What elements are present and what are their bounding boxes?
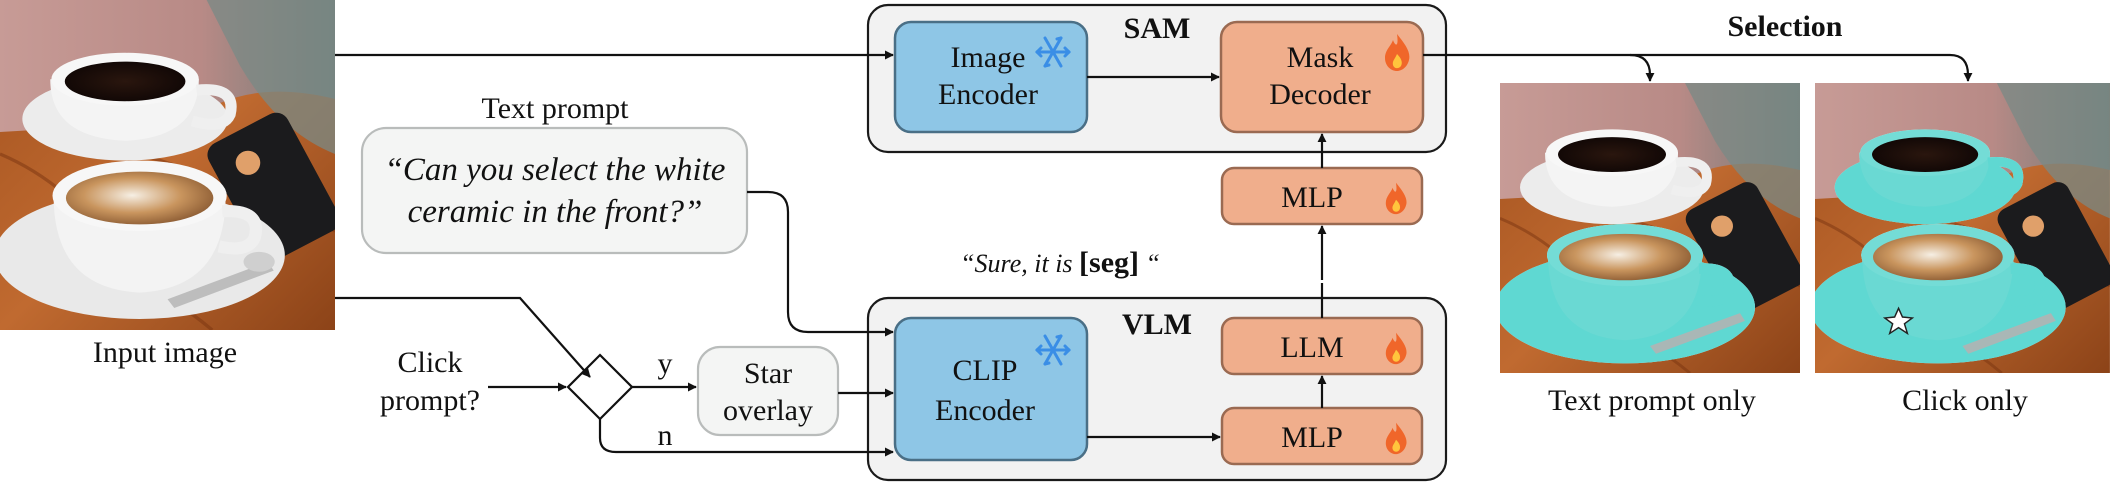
- seg-token: [seg]: [1079, 246, 1139, 279]
- text-prompt-title: Text prompt: [481, 92, 629, 125]
- response-prefix: “Sure, it is: [960, 249, 1079, 278]
- output-text-prompt-image: [1500, 83, 1808, 373]
- flame-icon: [1385, 332, 1407, 365]
- clip-encoder-label-2: Encoder: [935, 394, 1035, 427]
- snowflake-icon: [1035, 334, 1071, 366]
- image-encoder-label-1: Image: [951, 41, 1026, 74]
- star-overlay-label-1: Star: [744, 357, 792, 390]
- flame-icon: [1385, 182, 1407, 215]
- connectors: [335, 50, 1973, 457]
- snowflake-icon: [1035, 36, 1071, 68]
- text-prompt-box: [360, 126, 749, 255]
- text-prompt-line-1: “Can you select the white: [385, 152, 726, 188]
- clip-encoder-label-1: CLIP: [952, 354, 1017, 387]
- input-image-label: Input image: [93, 336, 237, 369]
- mask-decoder-label-2: Decoder: [1269, 78, 1371, 111]
- sam-mlp-label: MLP: [1281, 181, 1343, 214]
- branch-yes-label: y: [658, 347, 673, 380]
- llm-response-text: “Sure, it is [seg] “: [960, 246, 1160, 279]
- branch-no-label: n: [658, 419, 673, 452]
- click-prompt-label-1: Click: [398, 346, 463, 379]
- star-overlay-label-2: overlay: [723, 394, 813, 427]
- star-icon: [1882, 306, 1915, 336]
- output-click-image: [1815, 83, 2110, 373]
- output-label-click-only: Click only: [1902, 384, 2028, 417]
- sam-title: SAM: [1124, 12, 1191, 45]
- flame-icon: [1385, 34, 1410, 71]
- response-suffix: “: [1139, 249, 1160, 278]
- click-prompt-label-2: prompt?: [380, 384, 480, 417]
- star-overlay-box: [696, 345, 840, 437]
- flame-icon: [1385, 422, 1407, 455]
- mask-decoder-box: [1219, 20, 1425, 134]
- text-prompt-line-2: ceramic in the front?”: [408, 194, 703, 230]
- vlm-mlp-label: MLP: [1281, 421, 1343, 454]
- vlm-title: VLM: [1122, 308, 1192, 341]
- selection-title: Selection: [1728, 10, 1843, 43]
- mask-decoder-label-1: Mask: [1287, 41, 1354, 74]
- input-image: [0, 0, 345, 330]
- output-label-text-prompt-only: Text prompt only: [1548, 384, 1756, 417]
- llm-label: LLM: [1280, 331, 1343, 364]
- image-encoder-label-2: Encoder: [938, 78, 1038, 111]
